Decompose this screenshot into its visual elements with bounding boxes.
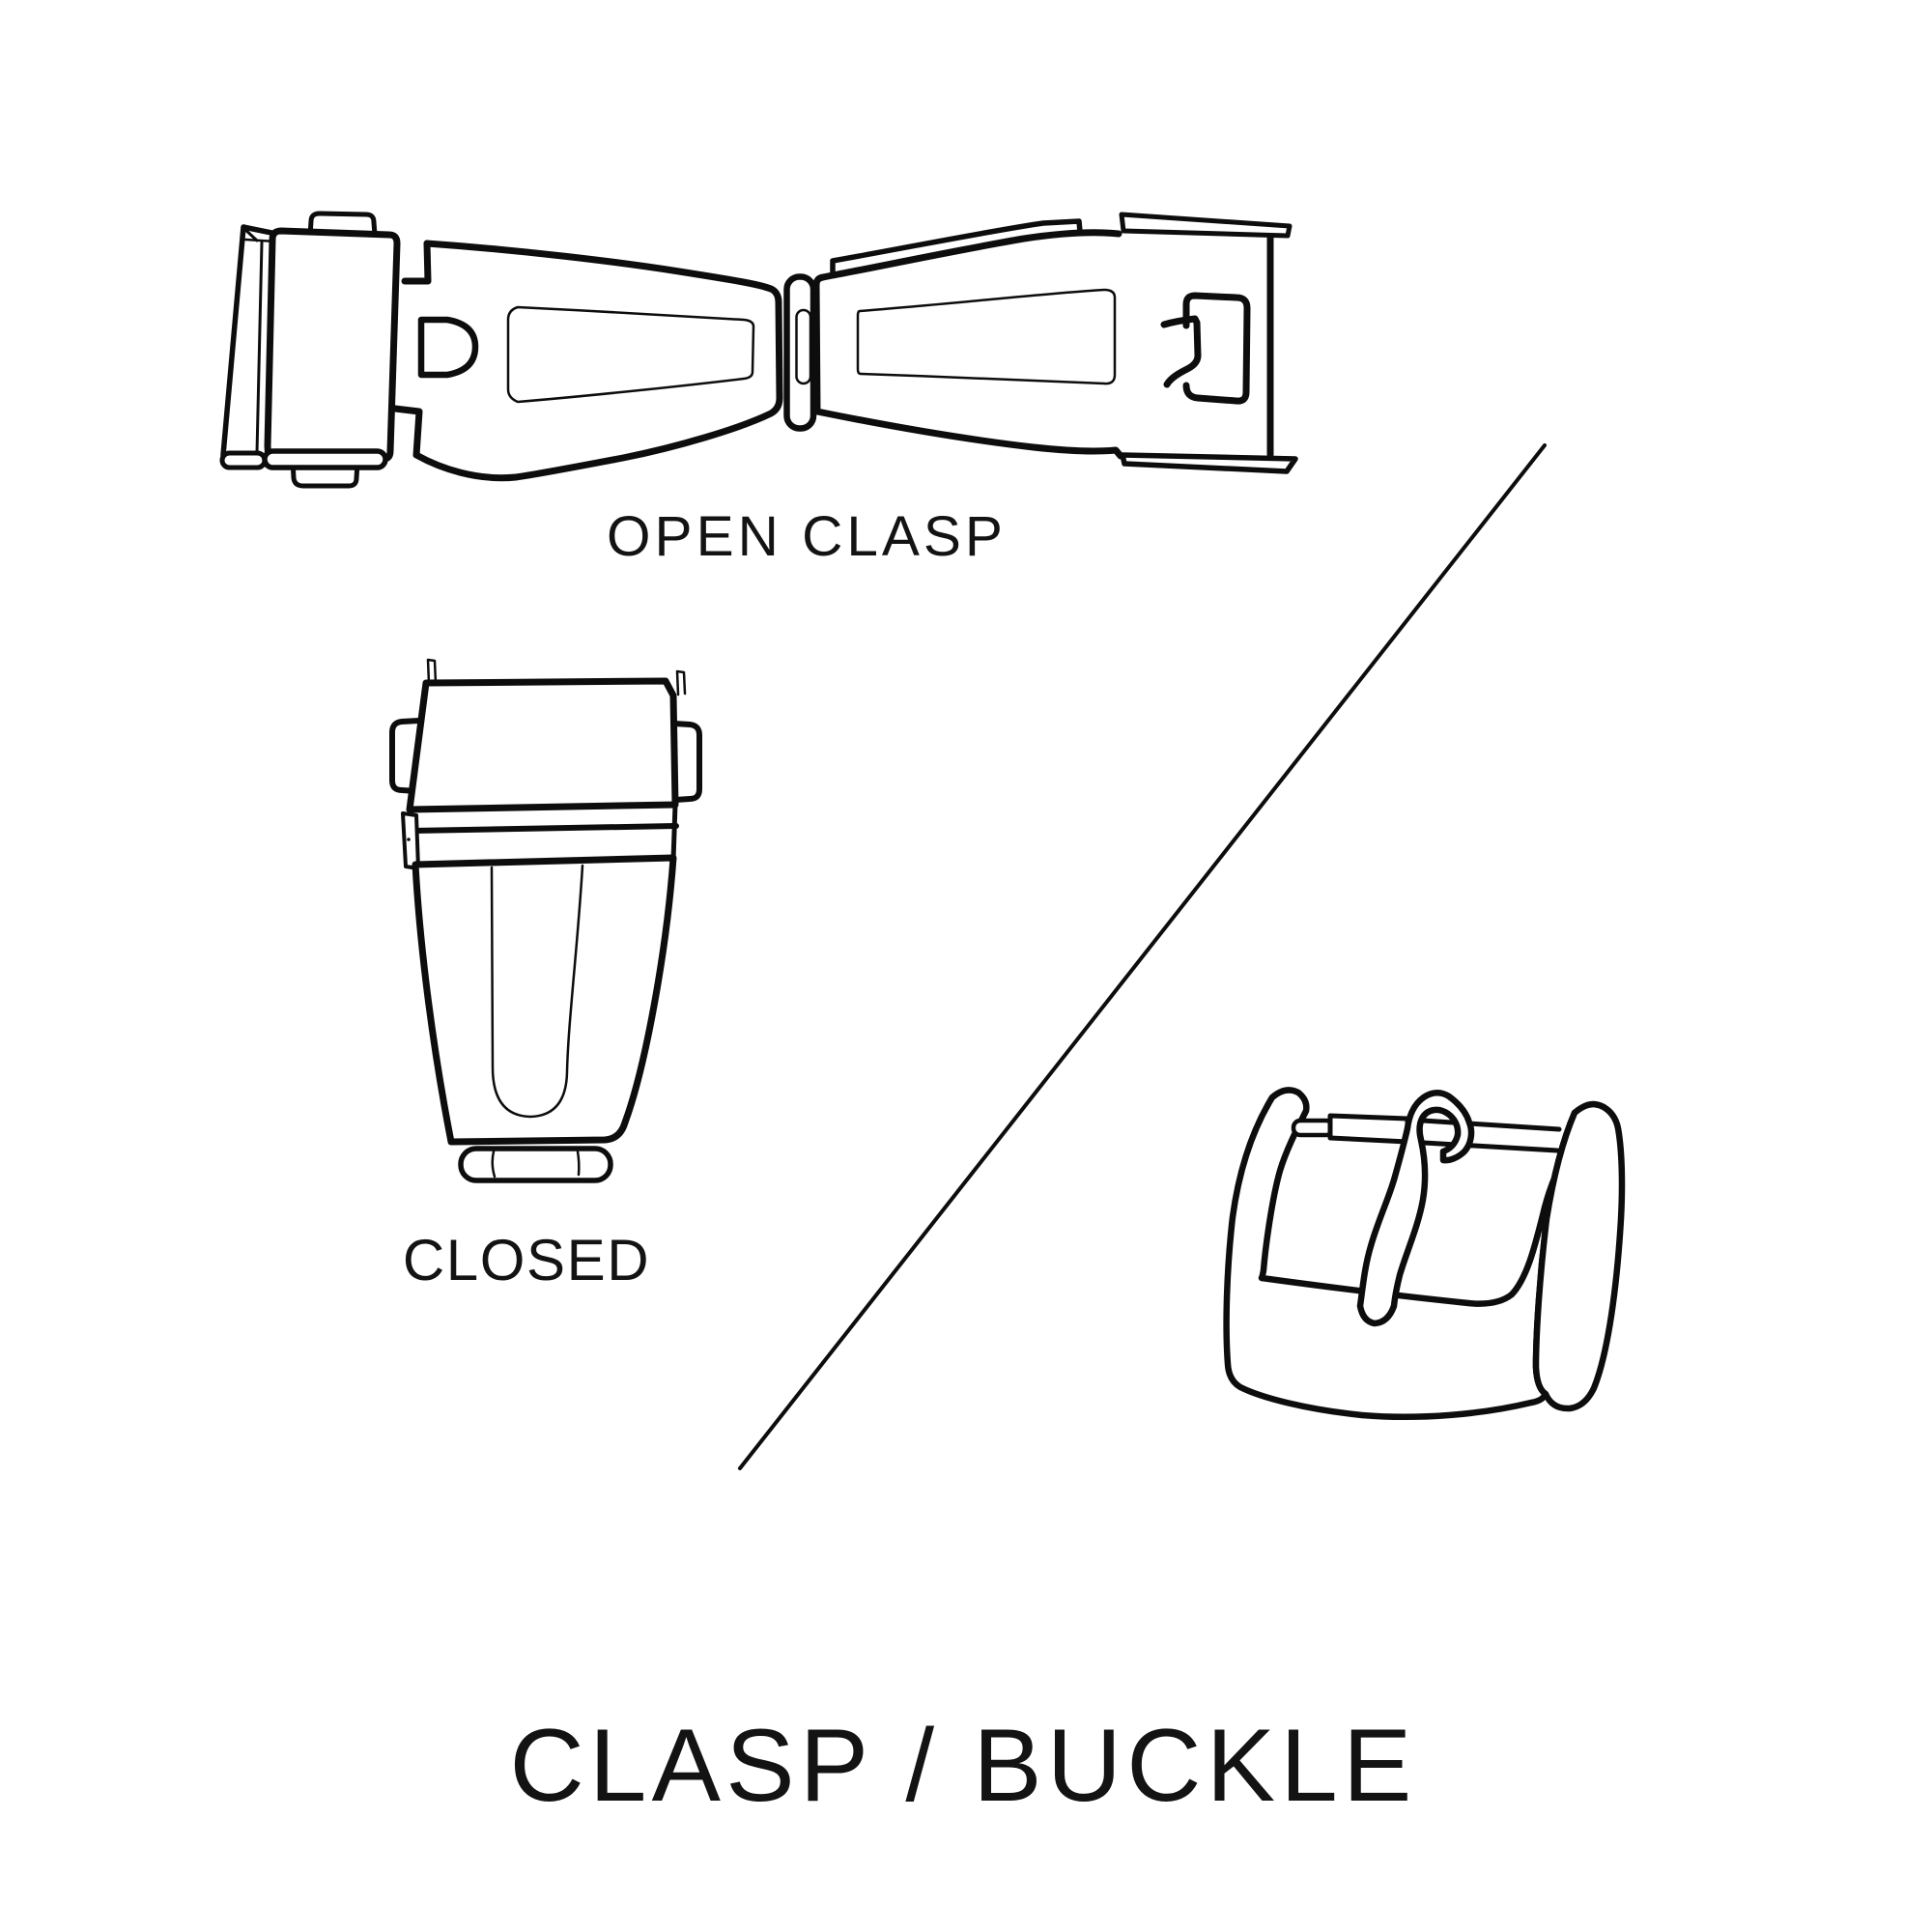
svg-text:OPEN CLASP: OPEN CLASP	[607, 505, 1007, 568]
svg-text:CLOSED: CLOSED	[403, 1228, 650, 1293]
svg-text:CLASP / BUCKLE: CLASP / BUCKLE	[509, 1707, 1416, 1823]
